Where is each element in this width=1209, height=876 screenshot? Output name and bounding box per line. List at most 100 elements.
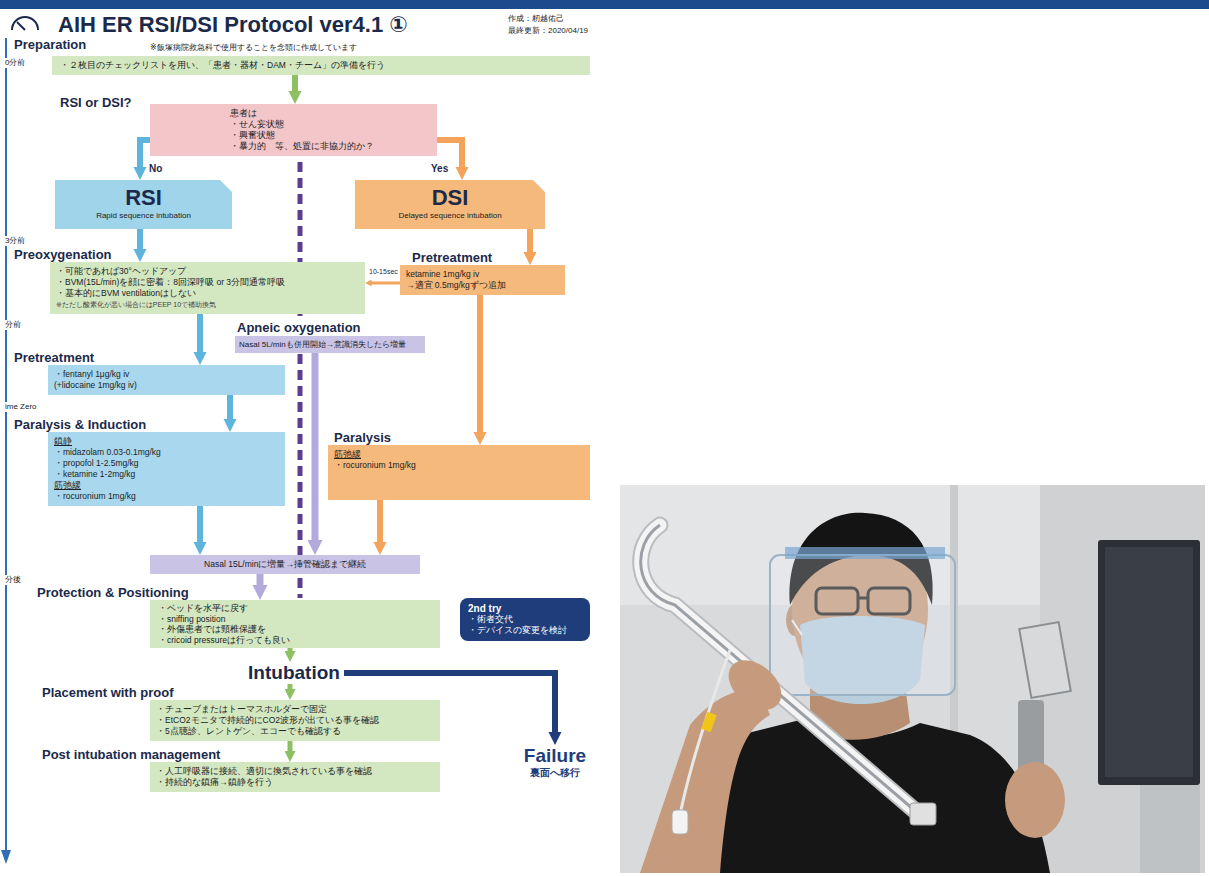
- box-heading: Placement with proof: [40, 686, 175, 700]
- box-text: DSI: [363, 186, 537, 210]
- process-box: Protection & Positioning・ベッドを水平に戻す・sniff…: [150, 600, 440, 648]
- box-text: 筋弛緩: [334, 449, 584, 460]
- box-text: 2nd try: [468, 603, 582, 614]
- box-heading: Preparation: [12, 38, 88, 52]
- tube: [641, 525, 920, 815]
- note-label: 最終更新：2020/04/19: [508, 26, 588, 36]
- flow-arrow: [288, 648, 293, 655]
- top-bar: [0, 0, 1209, 9]
- timeline-label: 分前: [4, 320, 22, 330]
- box-heading: Paralysis & Induction: [12, 418, 148, 432]
- edge-label: Yes: [430, 163, 449, 175]
- pilot-yellow: [701, 712, 717, 732]
- decision-tag-box: RSIRapid sequence intubation: [55, 180, 232, 229]
- flow-arrow: [288, 741, 293, 755]
- flow-arrow: [257, 574, 264, 591]
- timeline-line: [5, 38, 7, 852]
- note-label: 作成：籾越佑己: [508, 14, 564, 24]
- forearm: [640, 689, 770, 873]
- title-text: AIH ER RSI/DSI Protocol ver4.1 ①: [58, 12, 408, 38]
- flow-arrow: [227, 395, 233, 424]
- timeline-label: 3分前: [4, 236, 26, 246]
- stylet: [641, 525, 920, 815]
- tag-outline: [55, 180, 232, 229]
- process-box: 2nd try・術者交代・デバイスの変更を検討: [460, 598, 590, 641]
- photo-ground: [620, 485, 1205, 873]
- timeline-label: 0分前: [4, 58, 26, 68]
- box-text: ・デバイスの変更を検討: [468, 625, 582, 636]
- box-text: Nasal 15L/minに増量→挿管確認まで継続: [156, 559, 414, 570]
- pilot-valve: [672, 810, 688, 834]
- flow-arrow: [288, 684, 293, 693]
- face-shield: [770, 555, 955, 695]
- flow-arrow: [197, 506, 203, 547]
- box-text: ketamine 1mg/kg iv: [406, 269, 559, 280]
- process-box: Post intubation management・人工呼吸器に接続、適切に換…: [150, 762, 440, 792]
- box-heading: Pretreatment: [12, 351, 96, 365]
- box-text: ・ketamine 1-2mg/kg: [54, 469, 279, 480]
- box-text: ・外傷患者では頸椎保護を: [158, 624, 432, 635]
- box-text: ・fentanyl 1μg/kg iv: [54, 369, 279, 380]
- box-text: ・ベッドを水平に戻す: [158, 603, 432, 614]
- box-text: 患者は: [230, 108, 429, 119]
- box-text: ・5点聴診、レントゲン、エコーでも確認する: [156, 726, 434, 737]
- box-text: 鎮静: [54, 436, 279, 447]
- cabinet: [1140, 785, 1200, 873]
- box-heading: Protection & Positioning: [35, 586, 191, 600]
- box-text: ・rocuronium 1mg/kg: [334, 460, 584, 471]
- box-text: ・propofol 1-2.5mg/kg: [54, 458, 279, 469]
- box-text: Failure: [510, 745, 600, 767]
- box-text: ・sniffing position: [158, 614, 432, 625]
- process-box: Intubation: [244, 662, 344, 684]
- flow-arrow: [137, 229, 143, 254]
- edge-label: No: [148, 163, 163, 175]
- process-box: Apneic oxygenationNasal 5L/minも併用開始→意識消失…: [235, 336, 425, 353]
- divider-dashed-line: [298, 162, 303, 598]
- box-heading: RSI or DSI?: [58, 96, 134, 110]
- tube-outline: [641, 525, 920, 815]
- box-text: Delayed sequence intubation: [363, 210, 537, 221]
- box-heading: Preoxygenation: [12, 248, 114, 262]
- process-box: Failure裏面へ移行: [510, 745, 600, 778]
- box-text: ・術者交代: [468, 614, 582, 625]
- flow-arrow: [197, 314, 203, 357]
- monitor: [1098, 540, 1200, 785]
- laryngoscope-screen: [1019, 622, 1071, 698]
- box-text: ・暴力的 等、処置に非協力的か？: [230, 141, 429, 152]
- box-text: ・rocuronium 1mg/kg: [54, 491, 279, 502]
- box-text: ・人工呼吸器に接続、適切に換気されている事を確認: [156, 766, 434, 777]
- box-text: ・可能であれば30°ヘッドアップ: [56, 266, 359, 277]
- box-heading: Paralysis: [332, 431, 393, 445]
- process-box: Placement with proof・チューブまたはトーマスホルダーで固定・…: [150, 700, 440, 741]
- monitor-screen: [1105, 547, 1193, 777]
- box-text: 筋弛緩: [54, 480, 279, 491]
- box-text: ・BVM(15L/min)を顔に密着：8回深呼吸 or 3分間通常呼吸: [56, 277, 359, 288]
- photo-illustration: [620, 485, 1205, 873]
- flow-arrow: [527, 229, 533, 257]
- box-text: RSI: [63, 186, 224, 210]
- box-text: ・基本的にBVM ventilationはしない: [56, 288, 359, 299]
- box-text: Intubation: [244, 662, 344, 684]
- clock-arc: [12, 17, 38, 30]
- process-box: Nasal 15L/minに増量→挿管確認まで継続: [150, 555, 420, 574]
- pilot-line: [680, 650, 730, 815]
- box-text: ・cricoid pressureは行っても良い: [158, 635, 432, 646]
- process-box: Preparation・２枚目のチェックリストを用い、「患者・器材・DAM・チー…: [52, 56, 590, 75]
- box-text: ・midazolam 0.03-0.1mg/kg: [54, 447, 279, 458]
- timeline-arrowhead: [1, 850, 11, 864]
- box-text: Rapid sequence intubation: [63, 210, 224, 221]
- flow-arrow: [369, 282, 400, 285]
- decision-tag-box: DSIDelayed sequence intubation: [355, 180, 545, 229]
- timeline-label: 分後: [4, 575, 22, 585]
- box-text: →適宜 0.5mg/kgずつ追加: [406, 280, 559, 291]
- process-box: RSI or DSI?患者は・せん妄状態・興奮状態・暴力的 等、処置に非協力的か…: [150, 104, 437, 156]
- hand: [719, 650, 791, 719]
- flow-arrow: [292, 75, 298, 96]
- box-heading: Post intubation management: [40, 748, 222, 762]
- flow-arrow: [477, 295, 483, 437]
- flow-arrow: [312, 353, 319, 546]
- box-text: Nasal 5L/minも併用開始→意識消失したら増量: [239, 339, 421, 350]
- box-text: ・興奮状態: [230, 130, 429, 141]
